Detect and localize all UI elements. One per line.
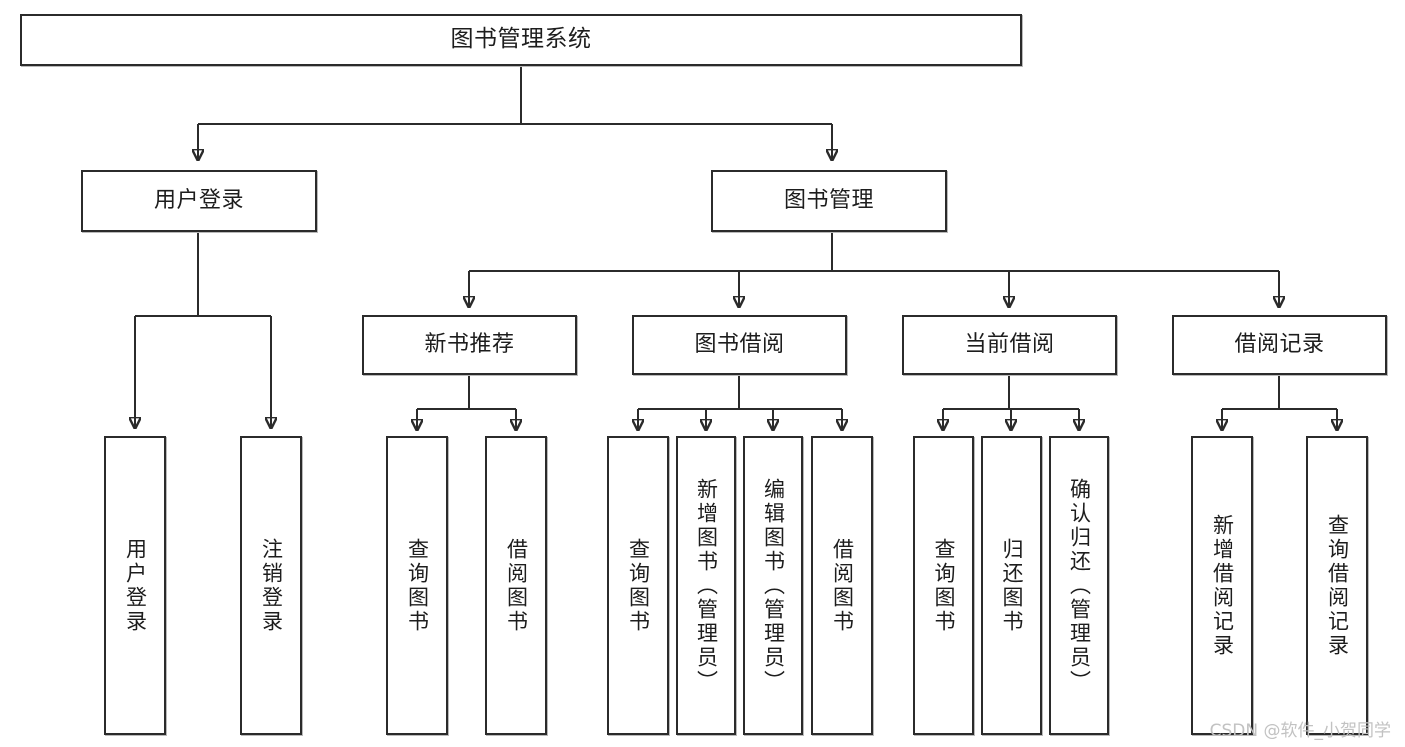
node-leaf-record-add[interactable]: 新增借阅记录 <box>1191 436 1253 735</box>
node-current-borrow[interactable]: 当前借阅 <box>902 315 1117 375</box>
node-leaf-recommend-query-book-label: 查询图书 <box>405 537 430 634</box>
node-borrow-record[interactable]: 借阅记录 <box>1172 315 1387 375</box>
node-leaf-borrow-add-book-label: 新增图书（管理员） <box>694 477 719 694</box>
node-user-login[interactable]: 用户登录 <box>81 170 317 232</box>
node-leaf-borrow-borrow-book-label: 借阅图书 <box>830 537 855 634</box>
node-leaf-recommend-borrow-book-label: 借阅图书 <box>504 537 529 634</box>
node-root[interactable]: 图书管理系统 <box>20 14 1022 66</box>
node-leaf-user-logout-label: 注销登录 <box>259 537 284 634</box>
node-leaf-borrow-edit-book-label: 编辑图书（管理员） <box>761 477 786 694</box>
node-user-login-label: 用户登录 <box>153 188 244 214</box>
node-new-book-recommend[interactable]: 新书推荐 <box>362 315 577 375</box>
node-leaf-borrow-query-book[interactable]: 查询图书 <box>607 436 669 735</box>
node-borrow-record-label: 借阅记录 <box>1234 332 1325 358</box>
node-leaf-user-logout[interactable]: 注销登录 <box>240 436 302 735</box>
connector-user-login-to-leaves <box>135 232 271 428</box>
node-leaf-borrow-add-book[interactable]: 新增图书（管理员） <box>676 436 736 735</box>
node-book-manage-label: 图书管理 <box>783 188 874 214</box>
node-leaf-current-confirm-return[interactable]: 确认归还（管理员） <box>1049 436 1109 735</box>
watermark-text: CSDN @软件_小贺同学 <box>1209 721 1391 741</box>
connector-new-book-rec-to-leaves <box>417 375 516 430</box>
connector-book-manage-to-level2 <box>469 232 1279 307</box>
node-book-manage[interactable]: 图书管理 <box>711 170 947 232</box>
node-leaf-record-query[interactable]: 查询借阅记录 <box>1306 436 1368 735</box>
node-current-borrow-label: 当前借阅 <box>964 332 1055 358</box>
node-leaf-current-query-book[interactable]: 查询图书 <box>913 436 974 735</box>
node-leaf-borrow-borrow-book[interactable]: 借阅图书 <box>811 436 873 735</box>
node-leaf-recommend-borrow-book[interactable]: 借阅图书 <box>485 436 547 735</box>
node-leaf-borrow-query-book-label: 查询图书 <box>626 537 651 634</box>
connector-root-to-level1 <box>198 65 832 160</box>
node-leaf-current-query-book-label: 查询图书 <box>932 537 956 634</box>
node-book-borrow-label: 图书借阅 <box>694 332 785 358</box>
connector-book-borrow-to-leaves <box>638 375 842 430</box>
node-leaf-current-return-book-label: 归还图书 <box>1000 537 1024 634</box>
connector-current-borrow-to-leaves <box>943 375 1079 430</box>
node-leaf-borrow-edit-book[interactable]: 编辑图书（管理员） <box>743 436 803 735</box>
node-book-borrow[interactable]: 图书借阅 <box>632 315 847 375</box>
node-leaf-current-return-book[interactable]: 归还图书 <box>981 436 1042 735</box>
node-root-label: 图书管理系统 <box>450 26 592 53</box>
node-leaf-user-login[interactable]: 用户登录 <box>104 436 166 735</box>
node-leaf-recommend-query-book[interactable]: 查询图书 <box>386 436 448 735</box>
node-leaf-record-add-label: 新增借阅记录 <box>1210 513 1235 658</box>
node-leaf-record-query-label: 查询借阅记录 <box>1325 513 1350 658</box>
node-leaf-user-login-label: 用户登录 <box>123 537 148 634</box>
connector-borrow-record-to-leaves <box>1222 375 1337 430</box>
node-new-book-recommend-label: 新书推荐 <box>424 332 515 358</box>
node-leaf-current-confirm-return-label: 确认归还（管理员） <box>1067 477 1092 694</box>
